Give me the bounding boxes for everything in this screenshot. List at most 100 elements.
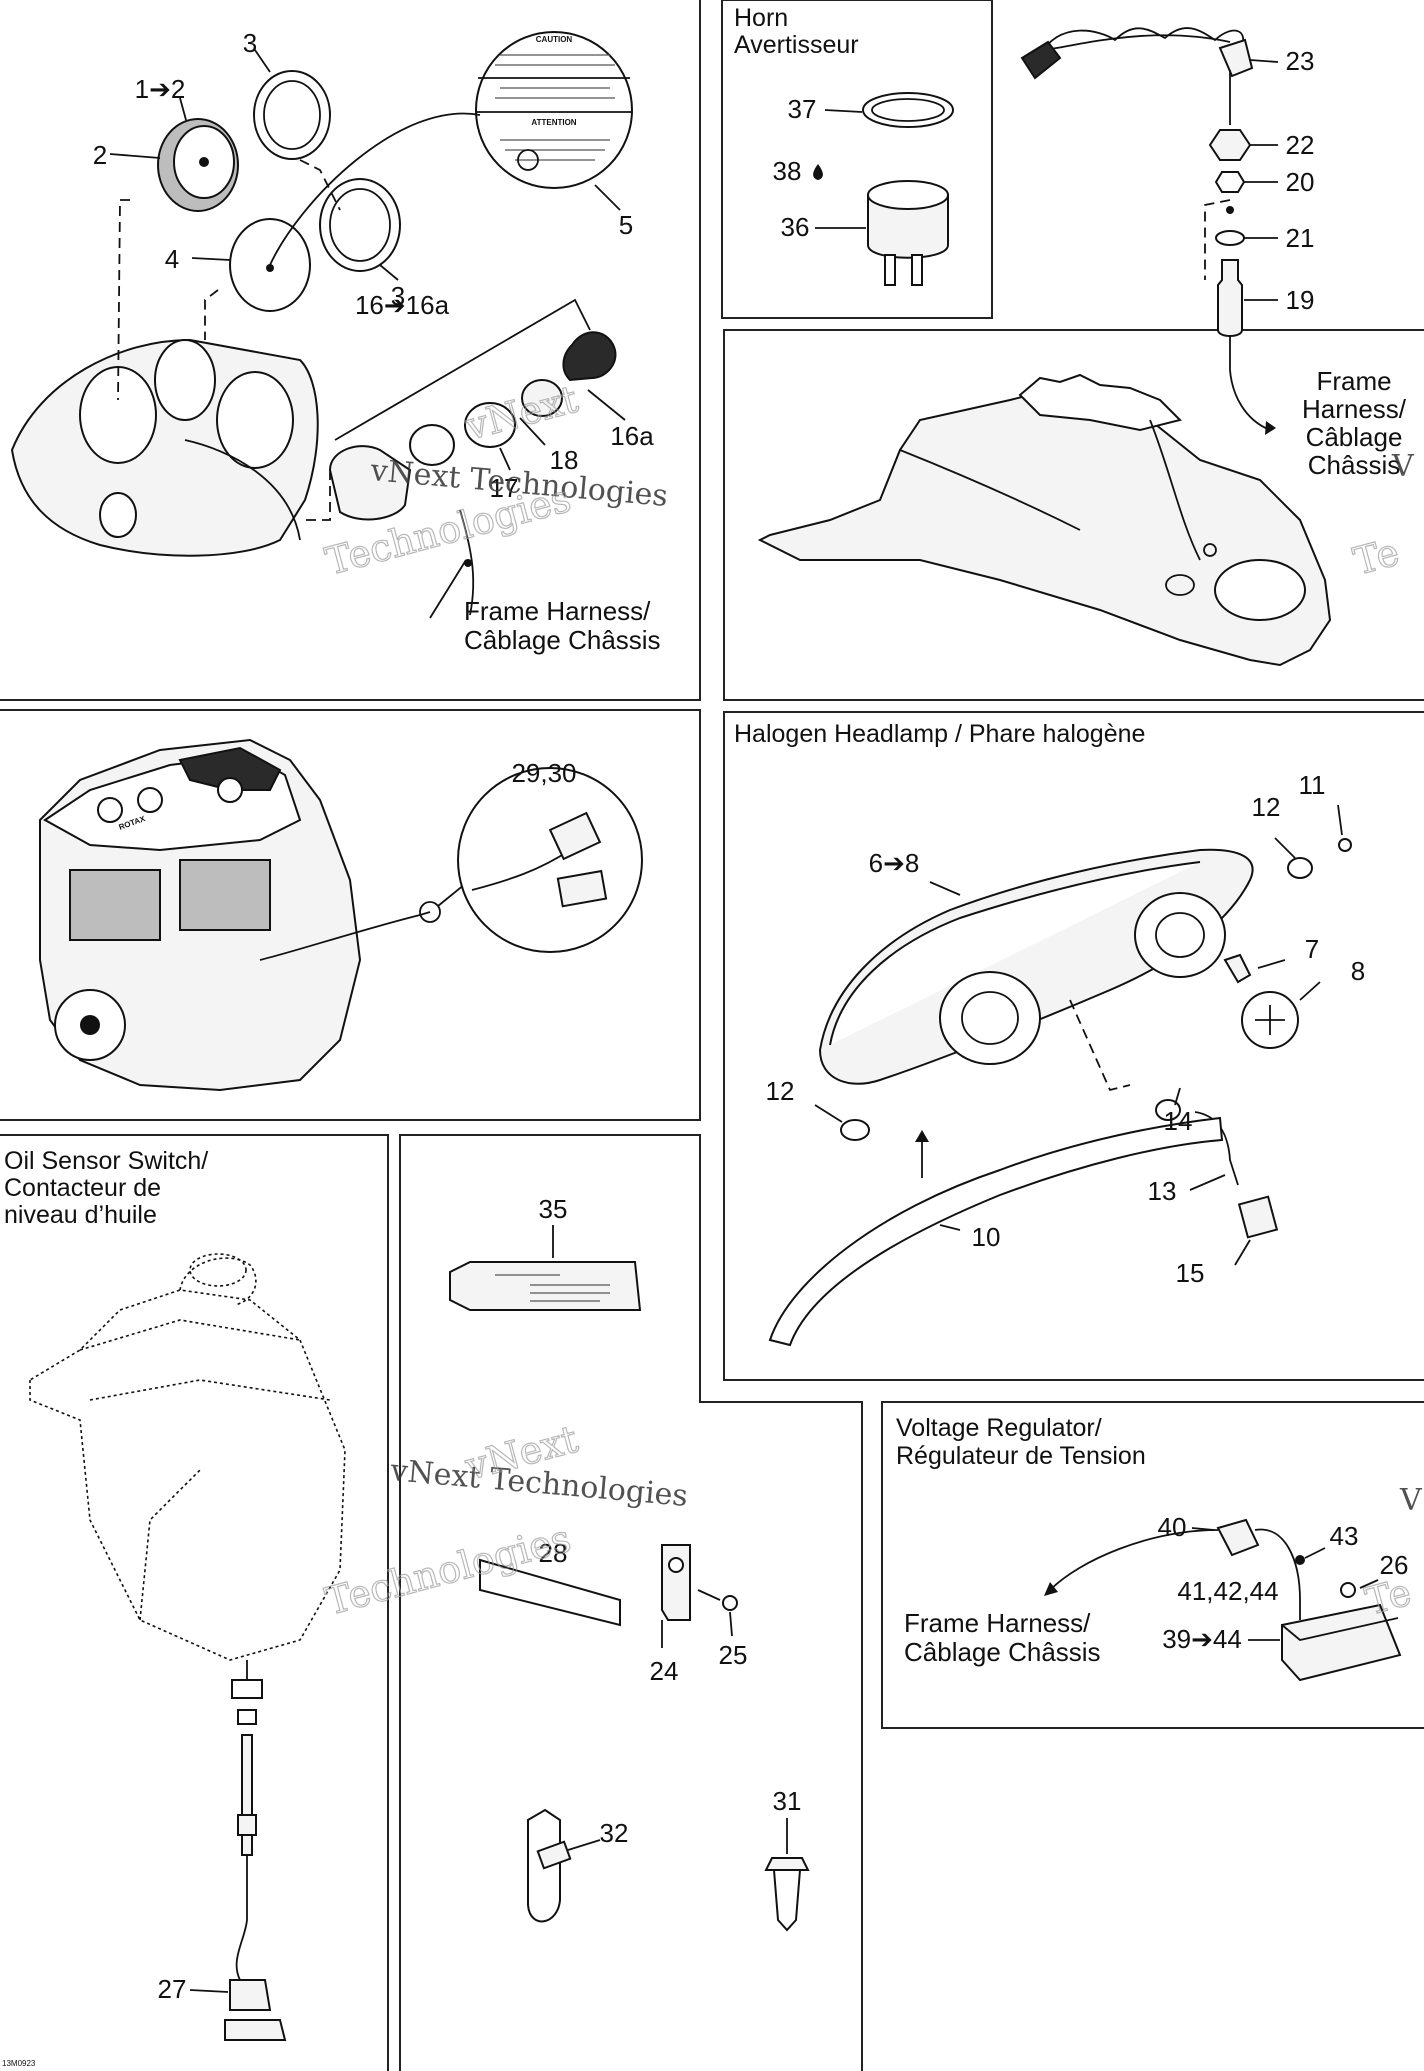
- o-ring: [1215, 230, 1245, 246]
- callout-15: 15: [1176, 1258, 1205, 1288]
- lanyard-leader-lines: [1244, 59, 1279, 301]
- cover-button-hole: [1165, 574, 1195, 596]
- sealant-drop-icon: [813, 164, 823, 180]
- sensor-grommet: [231, 1679, 263, 1699]
- lens-center-dot: [266, 264, 274, 272]
- oil-tank-contours: [79, 1319, 331, 1621]
- pivot-dot: [1226, 206, 1234, 214]
- rubber-grommet-upper: [1287, 857, 1313, 879]
- cable-panel-border: [723, 329, 1424, 701]
- engine-panel-border: [0, 709, 701, 1121]
- dess-harness-wire: [1229, 335, 1271, 431]
- callout-7: 7: [1305, 934, 1319, 964]
- headlamp-reflector-right-inner: [1155, 912, 1205, 958]
- engine-crank-hub: [80, 1015, 100, 1035]
- callout-6-8: 6➔8: [869, 848, 920, 878]
- callout-11: 11: [1299, 770, 1326, 800]
- oil-tank-outline: [29, 1289, 346, 1661]
- engine-sensor-point: [419, 901, 441, 923]
- decal-attention-text: ATTENTION: [531, 118, 576, 127]
- callout-16: 16➔16a: [355, 290, 450, 320]
- gauge-panel-border: [0, 0, 701, 701]
- sensor-connector: [229, 1979, 272, 2011]
- reg-harness-line2: Câblage Châssis: [904, 1637, 1101, 1667]
- callout-28: 28: [539, 1538, 568, 1568]
- callout-17: 17: [490, 473, 519, 503]
- regulator-wire: [1254, 1528, 1301, 1620]
- horn-leader-37: [824, 109, 863, 113]
- halogen-bulb: [1223, 953, 1252, 984]
- callout-26: 26: [1380, 1550, 1409, 1580]
- headlamp-connector: [1237, 1195, 1279, 1239]
- gauge-guide-left: [117, 199, 130, 401]
- callout-40: 40: [1158, 1512, 1187, 1542]
- callout-39-44: 39➔44: [1162, 1624, 1242, 1654]
- engine-harness: [259, 911, 431, 961]
- callout-16a: 16a: [610, 421, 654, 451]
- retainer-cross: [1255, 1005, 1285, 1035]
- cable-harness-line2: Harness/: [1302, 394, 1407, 424]
- decal-caution-text: CAUTION: [536, 35, 573, 44]
- regulator-assembly: Voltage Regulator/ Régulateur de Tension…: [896, 1414, 1409, 1682]
- harness-arrow-icon: [1265, 421, 1276, 435]
- callout-12-upper: 12: [1252, 792, 1281, 822]
- zoom-wire: [471, 849, 571, 891]
- sensor-fitting: [224, 2019, 287, 2041]
- lanyard-coil-body: [1044, 34, 1231, 51]
- horn-top: [867, 180, 949, 210]
- fastener-11: [1338, 838, 1352, 852]
- callout-24: 24: [650, 1656, 679, 1686]
- bracket-screw: [722, 1595, 738, 1611]
- safety-lanyard-key: [562, 331, 617, 382]
- oil-panel-border: [0, 1134, 389, 2071]
- regulator-connector: [1216, 1518, 1260, 1557]
- dess-nut-ring: [464, 402, 516, 448]
- callout-19: 19: [1286, 285, 1315, 315]
- callout-4: 4: [165, 244, 179, 274]
- headlamp-guide: [1069, 999, 1131, 1092]
- oil-title-line3: niveau d’huile: [4, 1201, 157, 1229]
- regulator-mount-screw: [1340, 1582, 1356, 1598]
- callout-8: 8: [1351, 956, 1365, 986]
- dess-cap: [521, 379, 563, 417]
- housing-opening-left: [79, 366, 157, 464]
- watermark-3: vNext: [460, 377, 582, 449]
- dess-wire: [459, 509, 475, 616]
- trim-ring-upper: [253, 70, 331, 160]
- sensor-float: [237, 1814, 257, 1836]
- push-rivet-head: [764, 1857, 810, 1871]
- callout-35: 35: [539, 1194, 568, 1224]
- gauge-assembly: CAUTION ATTENTION: [10, 28, 661, 655]
- cover-edge-line: [899, 449, 1081, 531]
- headlamp-reflector-left: [939, 971, 1041, 1065]
- callout-31: 31: [773, 1786, 802, 1816]
- mounting-bracket: [661, 1544, 691, 1621]
- headlamp-leader-lines: [814, 804, 1343, 1266]
- engine-intake-fins: [178, 746, 282, 791]
- regulator-panel-border: [881, 1401, 1424, 1729]
- regulator-harness-wire: [1049, 1529, 1219, 1591]
- hardware-leader-32: [567, 1839, 601, 1851]
- callout-5: 5: [619, 210, 633, 240]
- watermark-5: Technologies: [321, 1516, 575, 1624]
- regulator-wire-terminal: [1295, 1555, 1305, 1565]
- horn-ring-inner: [871, 98, 945, 122]
- small-nut: [1214, 171, 1246, 193]
- callout-21: 21: [1286, 223, 1315, 253]
- callout-25: 25: [719, 1640, 748, 1670]
- oil-assembly: Oil Sensor Switch/ Contacteur de niveau …: [4, 1147, 346, 2041]
- grease-tube-label-lines: [495, 1274, 610, 1302]
- callout-13: 13: [1148, 1176, 1177, 1206]
- headlamp-trim-strip: [768, 1116, 1224, 1347]
- callout-32: 32: [600, 1818, 629, 1848]
- harness-leader: [429, 559, 467, 619]
- vent-cap: [1155, 1099, 1181, 1121]
- push-rivet-body: [772, 1869, 802, 1932]
- regulator-leader-lines: [1191, 1527, 1379, 1641]
- figure-code: 13M0923: [2, 2059, 36, 2068]
- oil-level-sensor-rod: [241, 1734, 253, 1856]
- oil-tank-cap: [189, 1253, 247, 1287]
- engine-cylinder-right: [179, 859, 271, 931]
- gauge-harness-line2: Câblage Châssis: [464, 625, 661, 655]
